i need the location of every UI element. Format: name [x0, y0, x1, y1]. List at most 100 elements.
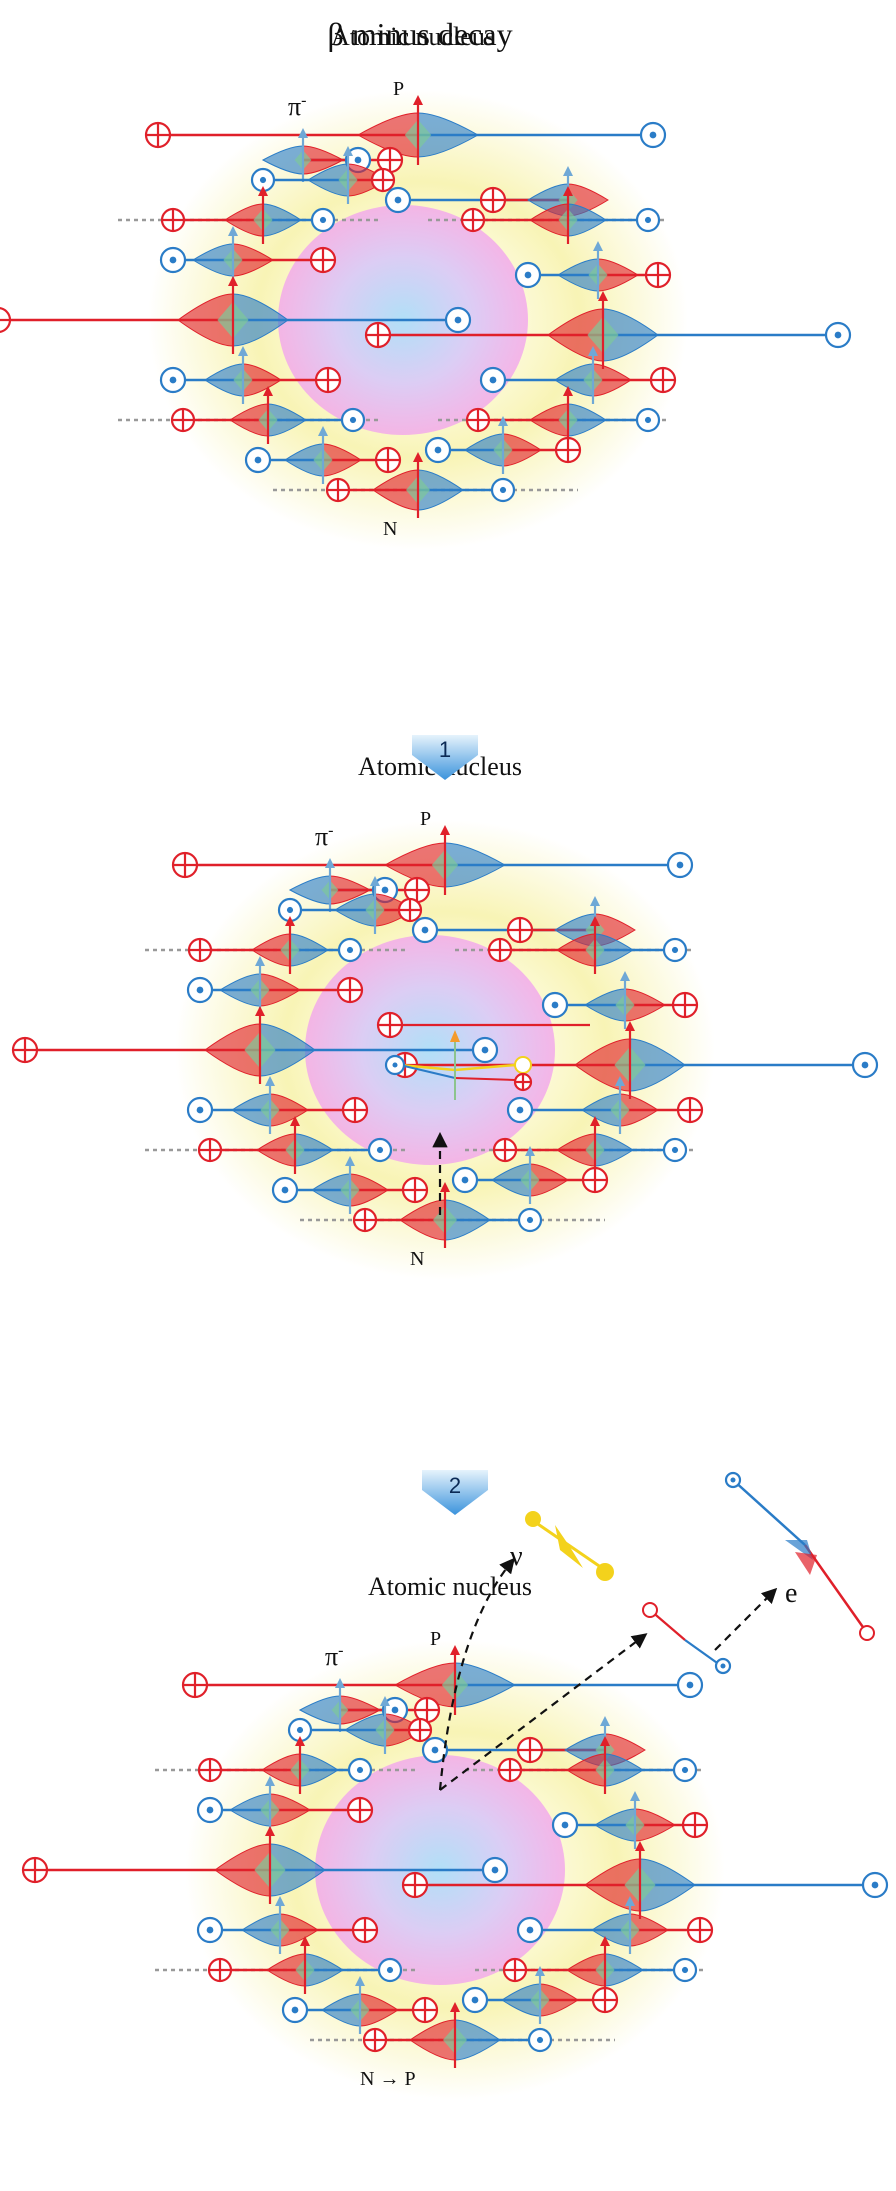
emitted-neutrino: ν	[510, 1511, 614, 1581]
neutron-symbol	[337, 937, 363, 963]
nucleon-bond	[541, 971, 699, 1029]
nucleon-bond	[144, 95, 667, 165]
neutron-symbol	[490, 477, 516, 503]
neutron-symbol	[551, 1811, 579, 1839]
neutron-symbol	[421, 1736, 449, 1764]
proton-symbol	[644, 261, 672, 289]
nucleon-bond	[11, 1006, 499, 1084]
proton-symbol	[581, 1166, 609, 1194]
proton-symbol	[554, 436, 582, 464]
proton-symbol	[403, 876, 431, 904]
proton-symbol	[346, 1796, 374, 1824]
nucleon-bond	[384, 166, 609, 224]
neutron-symbol	[666, 851, 694, 879]
proton-symbol	[364, 321, 392, 349]
nucleon-bond	[506, 1076, 704, 1134]
neutron-symbol	[639, 121, 667, 149]
proton-symbol	[487, 937, 513, 963]
nucleon-bond	[277, 876, 423, 934]
neutron-symbol	[479, 366, 507, 394]
nucleon-bond	[171, 825, 694, 895]
neutron-symbol	[471, 1036, 499, 1064]
neutron-symbol	[281, 1996, 309, 2024]
proton-symbol	[351, 1916, 379, 1944]
pair-path-arrow	[439, 1633, 648, 1791]
proton-symbol	[513, 1072, 533, 1092]
proton-symbol	[407, 1717, 433, 1743]
neutron-symbol	[824, 321, 852, 349]
neutron-symbol	[186, 1096, 214, 1124]
nucleon-bond	[424, 416, 582, 474]
nucleon-bond	[244, 426, 402, 484]
proton-symbol	[341, 1096, 369, 1124]
step-1-chevron: 1	[412, 735, 478, 780]
neutron-symbol	[310, 207, 336, 233]
nucleon-bond	[461, 1966, 619, 2024]
nucleon-bond	[159, 346, 342, 404]
nucleon-bond	[155, 1736, 415, 1794]
neutron-symbol	[384, 1054, 406, 1076]
nucleon-bond	[196, 1896, 379, 1954]
converting-neutron	[376, 1011, 590, 1215]
nucleon-bond	[159, 226, 337, 284]
neutron-symbol	[411, 916, 439, 944]
proton-top-label: P	[430, 1628, 441, 1650]
neutron-symbol	[340, 407, 366, 433]
neutron-symbol	[662, 1137, 688, 1163]
neutron-symbol	[635, 207, 661, 233]
neutron-symbol	[424, 436, 452, 464]
panel-heading: Atomic nucleus	[331, 22, 495, 51]
proton-symbol	[516, 1736, 544, 1764]
proton-symbol	[671, 991, 699, 1019]
emitted-electron: e	[724, 1471, 875, 1641]
proton-symbol	[170, 407, 196, 433]
proton-symbol	[352, 1207, 378, 1233]
nucleon-bond	[0, 276, 472, 354]
nucleon-bond	[145, 916, 405, 974]
proton-symbol	[649, 366, 677, 394]
nucleon-bond	[455, 916, 695, 974]
proton-symbol	[197, 1757, 223, 1783]
nucleon-bond	[145, 1116, 405, 1174]
nucleon-bond	[281, 1976, 439, 2034]
nucleon-bond	[401, 1841, 889, 1919]
nucleon-bond	[196, 1776, 374, 1834]
proton-symbol	[187, 937, 213, 963]
nucleon-bond	[551, 1791, 709, 1849]
bottom-label: N	[410, 1248, 424, 1270]
nucleon-bond	[21, 1826, 509, 1904]
neutron-symbol	[516, 1916, 544, 1944]
neutron-symbol	[635, 407, 661, 433]
proton-symbol	[374, 446, 402, 474]
proton-symbol	[207, 1957, 233, 1983]
neutron-symbol	[377, 1957, 403, 1983]
neutron-symbol	[444, 306, 472, 334]
proton-symbol	[21, 1856, 49, 1884]
proton-top-label: P	[393, 78, 404, 100]
proton-symbol	[492, 1137, 518, 1163]
nucleon-bond	[516, 1896, 714, 1954]
nucleon-bond	[428, 186, 668, 244]
neutron-symbol	[277, 897, 303, 923]
neutron-symbol	[451, 1166, 479, 1194]
neutron-symbol	[271, 1176, 299, 1204]
proton-symbol	[401, 1871, 429, 1899]
neutron-symbol	[159, 366, 187, 394]
nucleon-bond	[186, 1076, 369, 1134]
step-2-chevron: 2	[422, 1470, 488, 1515]
nucleon-bond	[298, 1678, 441, 1732]
proton-symbol	[506, 916, 534, 944]
nucleon-bond	[181, 1645, 704, 1715]
neutron-symbol	[481, 1856, 509, 1884]
neutron-symbol	[186, 976, 214, 1004]
nucleon-bond	[118, 386, 378, 444]
proton-symbol	[336, 976, 364, 1004]
nucleon-bond	[310, 2002, 615, 2068]
proton-symbol	[591, 1986, 619, 2014]
neutron-symbol	[861, 1871, 889, 1899]
nucleon-bond	[250, 146, 396, 204]
nucleon-bond	[479, 346, 677, 404]
proton-symbol	[497, 1757, 523, 1783]
